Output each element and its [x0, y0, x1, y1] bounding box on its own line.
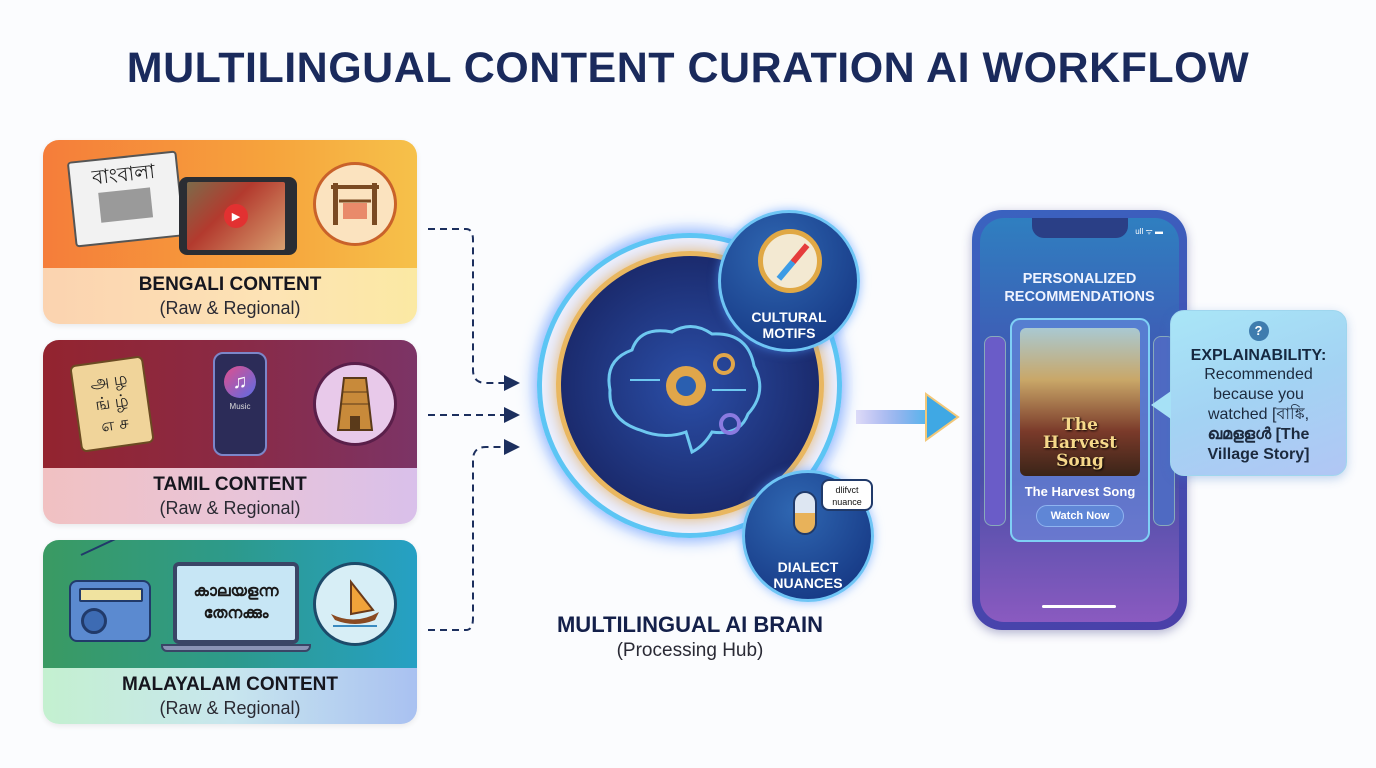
tamil-content-card: அ ழ ங் ழ் எ ச ♫ Music TAMIL CONTENT (Raw… [43, 340, 417, 524]
prev-card[interactable] [984, 336, 1006, 526]
item-title: The Harvest Song [1024, 484, 1136, 499]
hub-outer-ring [537, 233, 842, 538]
source-label: BENGALI CONTENT [138, 274, 322, 295]
source-label: MALAYALAM CONTENT [121, 674, 339, 695]
explainability-callout: ? EXPLAINABILITY: Recommended because yo… [1151, 310, 1347, 476]
source-label: TAMIL CONTENT [153, 474, 307, 495]
hub-label: MULTILINGUAL AI BRAIN (Processing Hub) [556, 612, 823, 661]
music-note-icon: ♫ [224, 366, 256, 398]
output-arrow-icon [856, 392, 960, 442]
radio-icon [69, 540, 151, 642]
play-icon: ▶ [224, 204, 248, 228]
video-tablet-icon: ▶ [179, 177, 297, 255]
home-indicator [1042, 605, 1116, 608]
source-sublabel: (Raw & Regional) [159, 698, 301, 718]
bengali-content-card: বাংবালা ▶ BENGALI CONTENT (Raw & Regiona… [43, 140, 417, 324]
source-sublabel: (Raw & Regional) [159, 498, 301, 518]
watch-now-button[interactable]: Watch Now [1035, 505, 1125, 527]
page-title: MULTILINGUAL CONTENT CURATION AI WORKFLO… [126, 44, 1250, 92]
help-icon: ? [1248, 321, 1269, 341]
loom-icon [313, 162, 397, 246]
temple-icon [313, 362, 397, 446]
brain-icon [607, 325, 762, 455]
source-sublabel: (Raw & Regional) [159, 298, 301, 318]
status-bar-icons: ull ᯤ ▬ [1135, 227, 1163, 236]
boat-icon [313, 562, 397, 646]
compass-icon [758, 229, 822, 293]
microphone-icon [793, 491, 817, 535]
music-phone-icon: ♫ Music [213, 352, 267, 456]
